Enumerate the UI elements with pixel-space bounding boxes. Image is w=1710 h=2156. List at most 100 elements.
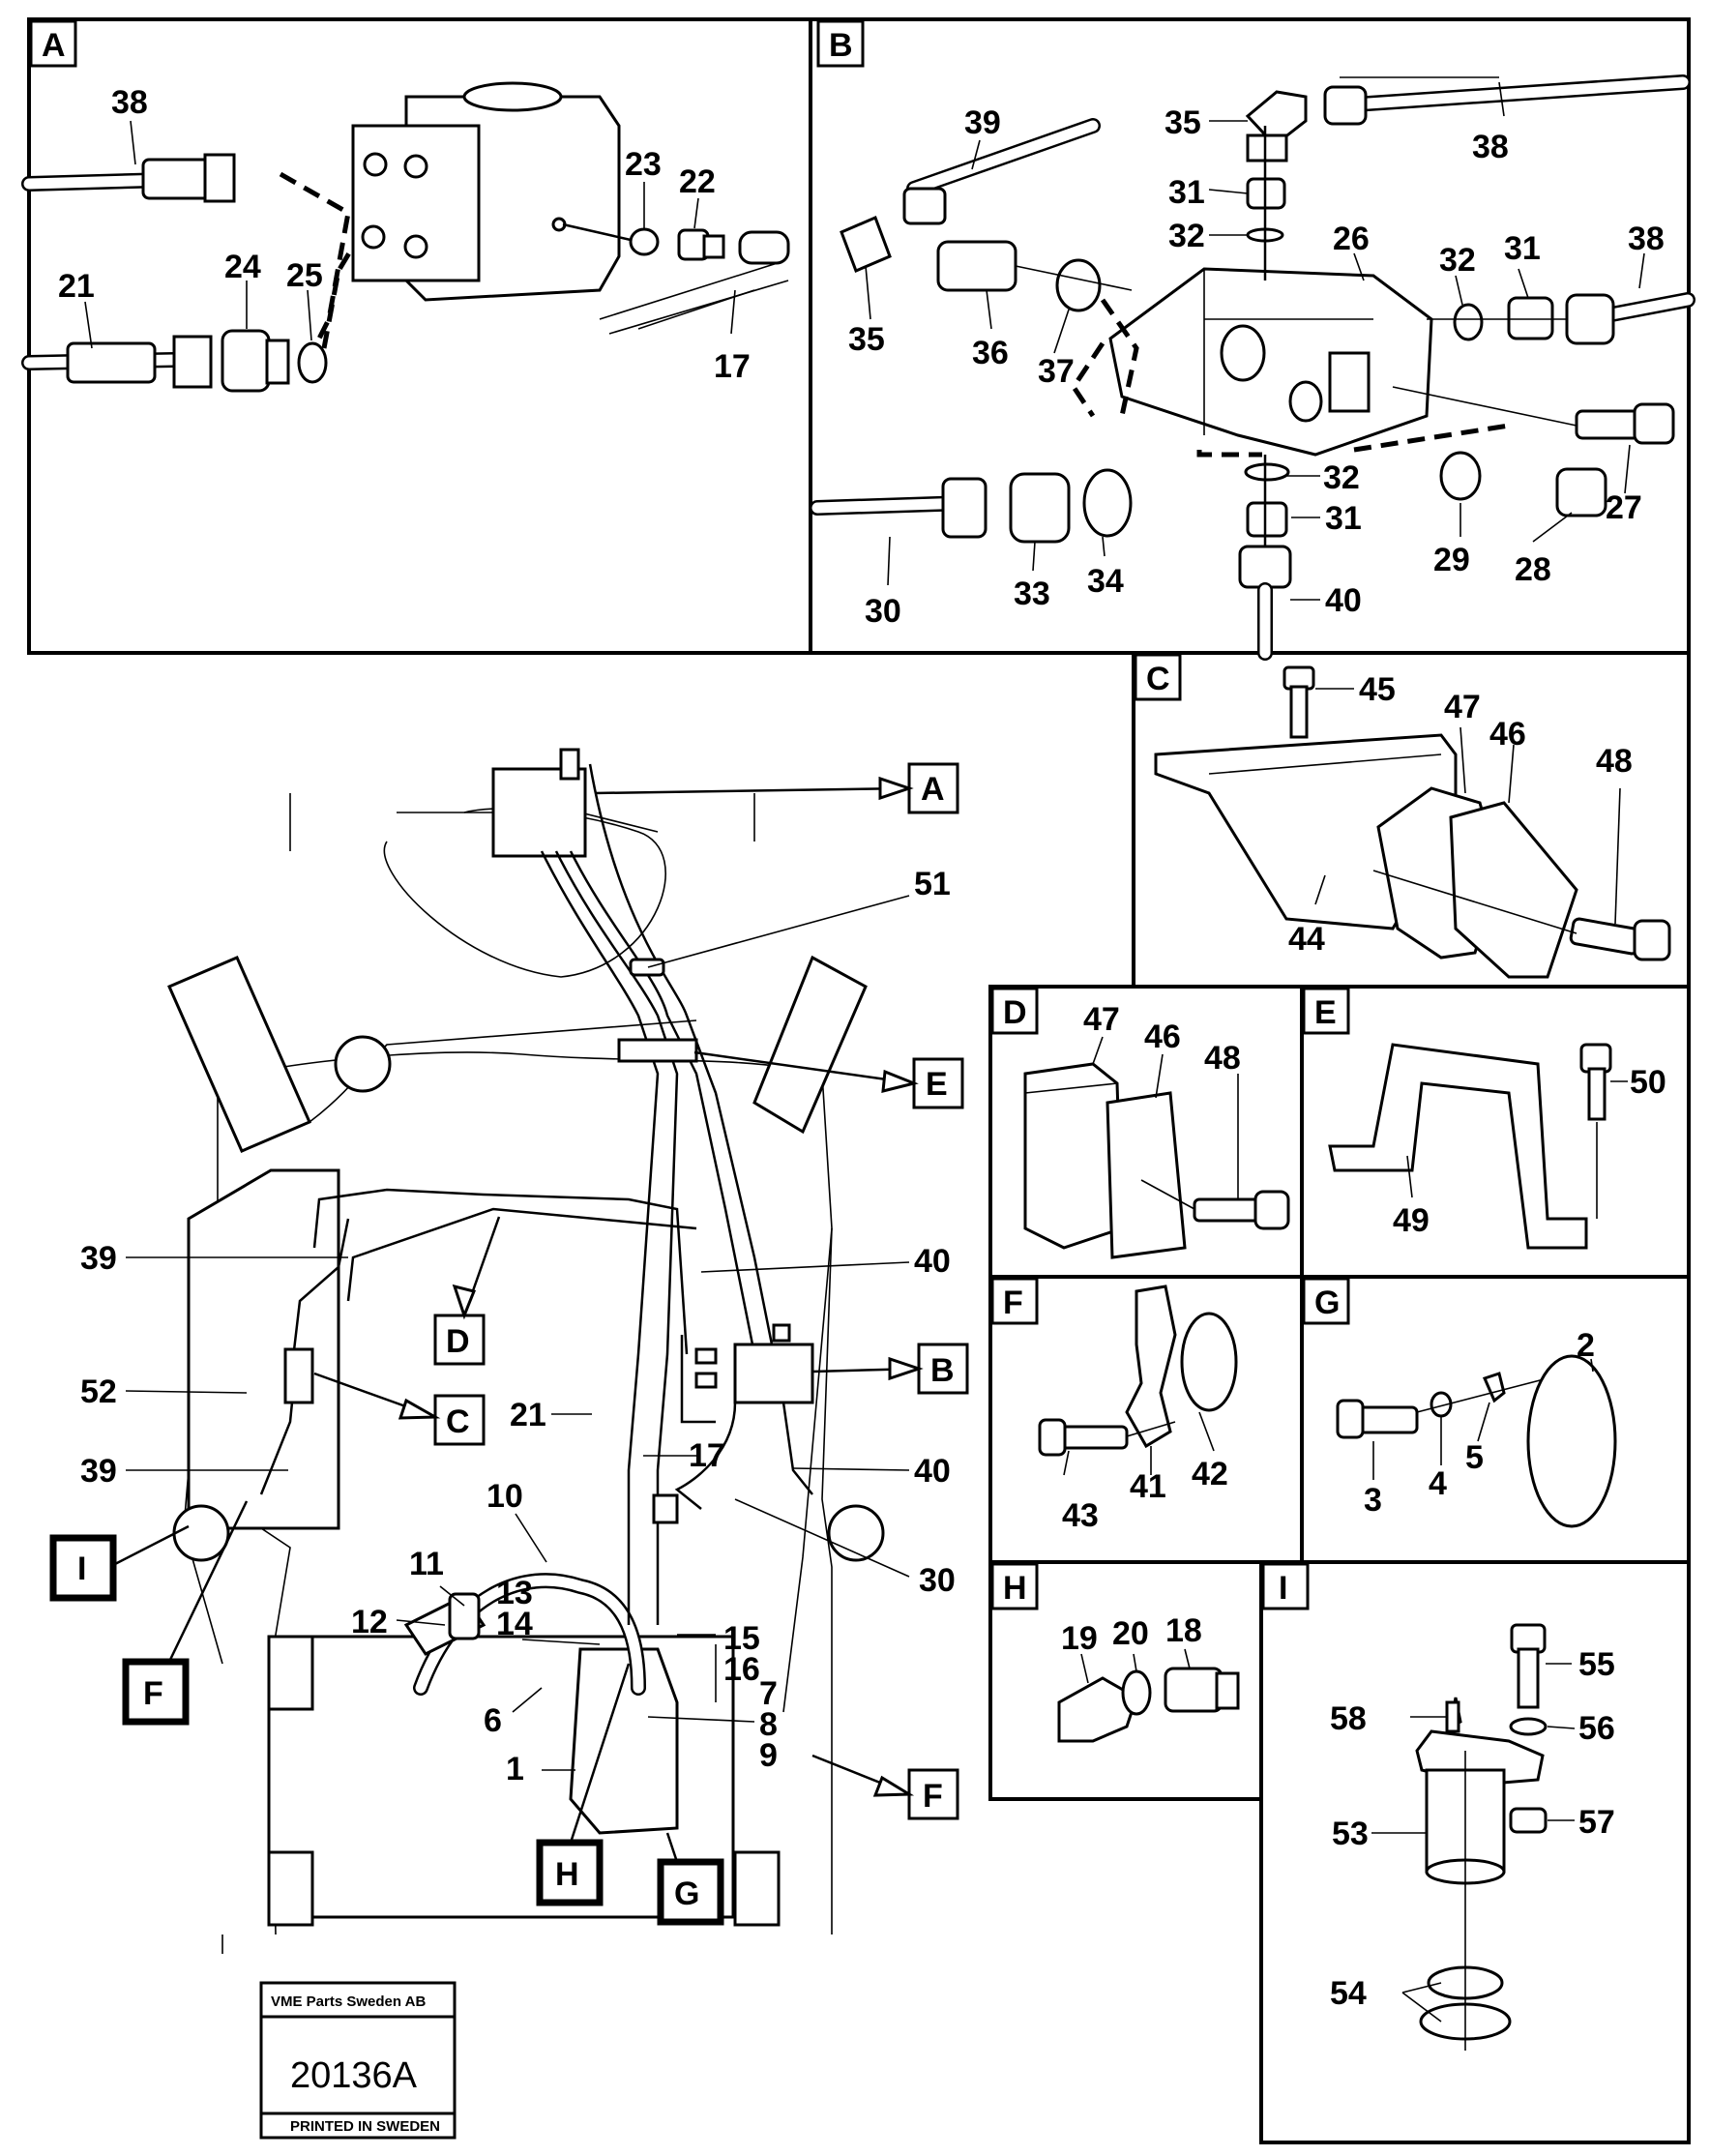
callout-32: 32 [1168,218,1205,254]
callout-30: 30 [919,1562,956,1599]
callout-19: 19 [1061,1620,1098,1657]
callout-38: 38 [1628,221,1665,257]
tag-a: A [921,771,945,808]
callout-4: 4 [1429,1465,1447,1502]
callout-30: 30 [865,593,901,630]
callout-17: 17 [689,1437,725,1474]
callout-31: 31 [1168,174,1205,211]
callout-35: 35 [1165,104,1201,141]
callout-27: 27 [1606,489,1642,526]
panel-e: E [1302,987,1628,1250]
callout-18: 18 [1165,1612,1202,1649]
callout-7: 7 [759,1675,778,1712]
callout-36: 36 [972,335,1009,371]
main-leaders [125,895,910,1771]
tag-f-right: F [923,1778,943,1815]
callout-35: 35 [848,321,885,358]
callout-11: 11 [409,1546,444,1582]
section-label-h: H [1003,1570,1027,1607]
panel-e-callouts: 50 49 [1393,1064,1666,1239]
callout-43: 43 [1062,1497,1099,1534]
section-label-f: F [1003,1285,1023,1321]
section-label-e: E [1314,994,1337,1031]
panel-b: B [810,19,1695,661]
callout-20: 20 [1112,1615,1149,1652]
tag-f: F [143,1675,163,1712]
callout-40: 40 [914,1243,951,1280]
panel-d: D [990,987,1290,1259]
tag-h: H [555,1856,579,1893]
callout-51: 51 [914,866,951,902]
callout-5: 5 [1465,1439,1484,1476]
callout-15: 15 [723,1620,760,1657]
callout-57: 57 [1578,1804,1615,1841]
callout-29: 29 [1433,542,1470,578]
callout-52: 52 [80,1373,117,1410]
callout-33: 33 [1014,576,1050,612]
tag-b: B [930,1352,955,1389]
section-label-d: D [1003,994,1027,1031]
callout-6: 6 [484,1702,502,1739]
stamp-code: 20136A [290,2055,418,2096]
stamp-company: VME Parts Sweden AB [271,1994,426,2010]
panel-d-callouts: 47 46 48 [1083,1001,1241,1077]
callout-46: 46 [1489,716,1526,753]
callout-39: 39 [80,1240,117,1277]
callout-21: 21 [58,268,95,305]
callout-32: 32 [1439,242,1476,279]
callout-10: 10 [486,1478,523,1515]
callout-14: 14 [496,1606,533,1642]
callout-17: 17 [714,348,751,385]
callout-38: 38 [111,84,148,121]
panel-g-callouts: 2 5 3 4 [1364,1327,1595,1519]
callout-55: 55 [1578,1646,1615,1683]
tag-i: I [77,1551,86,1587]
callout-32: 32 [1323,459,1360,496]
tag-c: C [446,1403,470,1440]
tag-g: G [674,1875,699,1912]
callout-39: 39 [80,1453,117,1490]
panel-h: H [990,1562,1240,1743]
section-label-i: I [1279,1570,1287,1607]
callout-38: 38 [1472,129,1509,165]
section-label-a: A [42,27,66,64]
publisher-stamp: VME Parts Sweden AB 20136A PRINTED IN SW… [259,1981,457,2140]
callout-28: 28 [1515,551,1551,588]
callout-39: 39 [964,104,1001,141]
callout-53: 53 [1332,1816,1369,1852]
callout-44: 44 [1288,921,1325,958]
callout-3: 3 [1364,1482,1382,1519]
panel-i-callouts: 55 58 56 53 57 54 [1330,1646,1615,2012]
section-label-c: C [1146,661,1170,697]
callout-24: 24 [224,249,261,285]
main-overview [167,748,885,1954]
callout-37: 37 [1038,353,1075,390]
callout-47: 47 [1444,689,1481,725]
callout-48: 48 [1204,1040,1241,1077]
callout-47: 47 [1083,1001,1120,1038]
tag-e: E [926,1066,948,1103]
callout-8: 8 [759,1706,778,1743]
callout-34: 34 [1087,563,1124,600]
callout-50: 50 [1630,1064,1666,1101]
callout-48: 48 [1596,743,1633,780]
panel-h-callouts: 19 20 18 [1061,1612,1202,1657]
main-tags: A E D B C I F F H G [49,762,969,1926]
panel-g: G [1302,1277,1617,1528]
section-label-b: B [829,27,853,64]
panel-frames [27,17,1691,2144]
callout-54: 54 [1330,1975,1367,2012]
callout-22: 22 [679,163,716,200]
callout-21: 21 [510,1397,546,1433]
panel-c: C [1134,653,1671,979]
callout-40: 40 [914,1453,951,1490]
callout-45: 45 [1359,671,1396,708]
panel-c-callouts: 45 47 46 48 44 [1288,671,1633,958]
callout-31: 31 [1325,500,1362,537]
callout-31: 31 [1504,230,1541,267]
callout-1: 1 [506,1751,524,1787]
tag-d: D [446,1323,470,1360]
panel-a: A [21,19,790,393]
callout-56: 56 [1578,1710,1615,1747]
